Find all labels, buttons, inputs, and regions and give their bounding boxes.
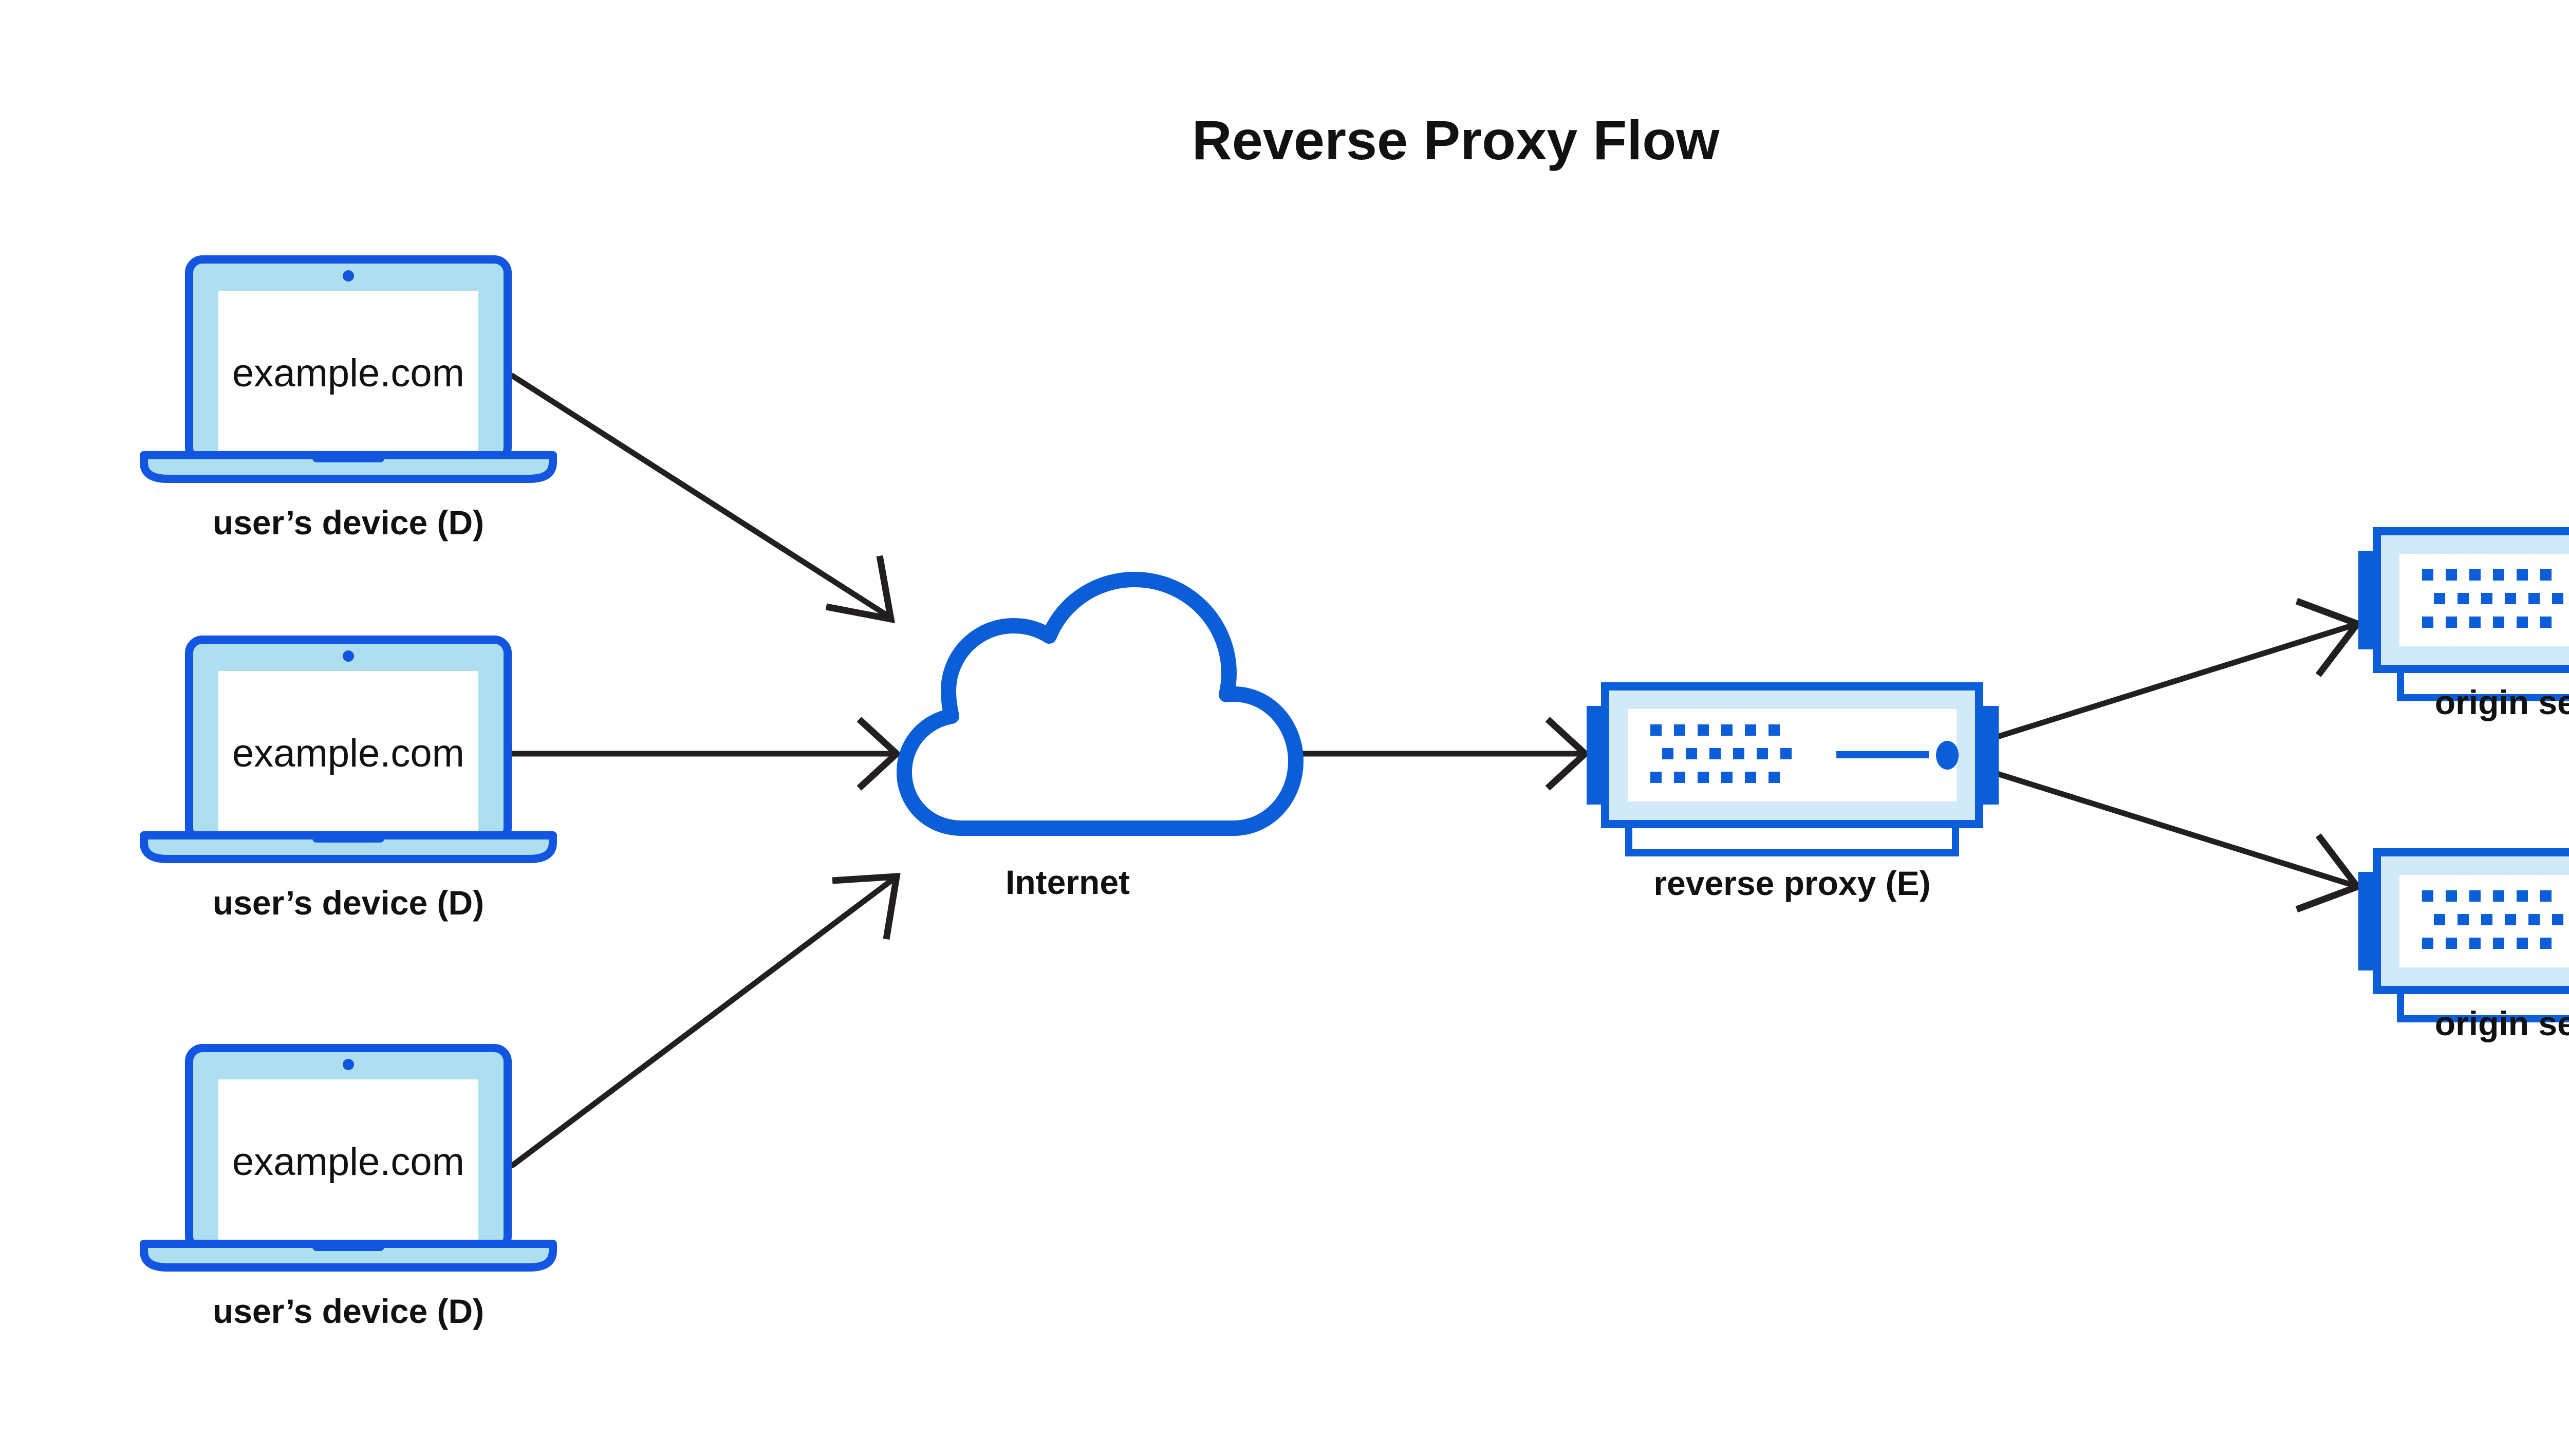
arrow-head-icon: [2295, 598, 2363, 677]
edge-line: [1991, 622, 2354, 741]
node-label: reverse proxy (E): [1653, 864, 1930, 902]
laptop-screen-text: example.com: [232, 732, 464, 775]
node-label: user’s device (D): [213, 1292, 484, 1330]
arrow-head-icon: [825, 555, 896, 624]
edge-device2-to-internet: [506, 717, 902, 791]
laptop-screen: [218, 1079, 478, 1246]
arrow-head-icon: [2295, 833, 2363, 913]
laptop-trackpad-notch: [312, 451, 384, 462]
edge-line: [1991, 769, 2354, 888]
edge-line: [510, 372, 890, 619]
laptop-icon: [140, 636, 557, 863]
server-vent-grid: [2422, 569, 2563, 628]
node-label: origin server (F): [2435, 683, 2569, 721]
edge-proxy-to-origin1: [1991, 598, 2363, 741]
laptop-screen: [218, 671, 478, 837]
server-icon: [1587, 682, 1999, 856]
server-vent-grid: [1650, 724, 1792, 783]
laptop-base: [140, 1240, 557, 1272]
node-user-device-2[interactable]: example.com user’s device (D): [140, 636, 557, 922]
laptop-trackpad-notch: [312, 831, 384, 843]
laptop-screen-text: example.com: [232, 1140, 464, 1184]
server-vent-grid: [2422, 890, 2563, 949]
laptop-icon: [140, 255, 557, 483]
arrow-head-icon: [832, 872, 901, 940]
node-label: user’s device (D): [213, 884, 484, 922]
edge-device3-to-internet: [509, 872, 901, 1169]
arrow-head-icon: [1545, 717, 1590, 791]
laptop-base: [140, 451, 557, 483]
node-internet[interactable]: Internet: [897, 572, 1304, 901]
server-icon: [2358, 527, 2569, 701]
node-label: user’s device (D): [213, 503, 484, 542]
edge-line: [509, 876, 896, 1169]
node-user-device-1[interactable]: example.com user’s device (D): [140, 255, 557, 542]
cloud-icon: [897, 572, 1304, 836]
webcam-icon: [343, 270, 354, 282]
node-label: Internet: [1006, 863, 1130, 901]
laptop-trackpad-notch: [312, 1240, 384, 1251]
laptop-screen: [218, 291, 478, 457]
webcam-icon: [343, 1059, 354, 1070]
edge-device1-to-internet: [510, 372, 896, 624]
edge-group: [506, 372, 2363, 1169]
server-status-led: [1936, 741, 1959, 770]
node-origin-server-1[interactable]: origin server (F): [2358, 527, 2569, 721]
server-icon: [2358, 848, 2569, 1022]
edge-proxy-to-origin2: [1991, 769, 2363, 913]
webcam-icon: [343, 650, 354, 662]
arrow-head-icon: [857, 717, 902, 791]
laptop-base: [140, 831, 557, 863]
node-origin-server-2[interactable]: origin server (F): [2358, 848, 2569, 1042]
node-user-device-3[interactable]: example.com user’s device (D): [140, 1044, 557, 1330]
node-reverse-proxy[interactable]: reverse proxy (E): [1587, 682, 1999, 902]
page-title: Reverse Proxy Flow: [1192, 109, 1720, 171]
laptop-screen-text: example.com: [232, 351, 464, 395]
server-status-bar: [1836, 751, 1929, 758]
node-label: origin server (F): [2435, 1004, 2569, 1042]
laptop-icon: [140, 1044, 557, 1272]
